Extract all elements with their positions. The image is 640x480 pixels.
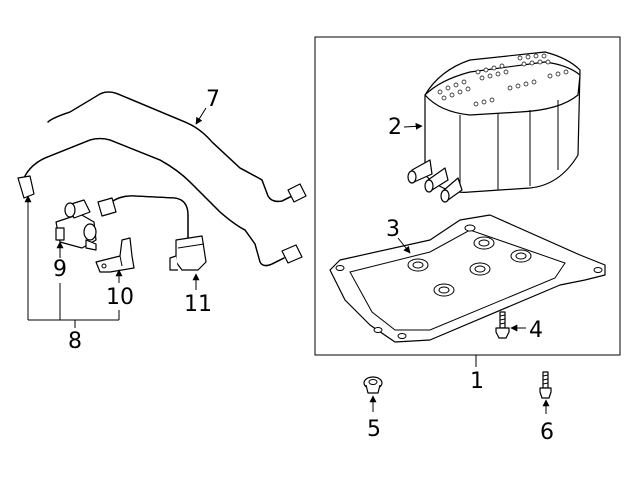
assembly-frame	[314, 36, 621, 356]
canister-shield	[329, 214, 606, 343]
purge-valve	[55, 199, 97, 251]
bolt-part-6	[539, 371, 552, 399]
bolt-part-4	[495, 311, 510, 339]
nut-part-5	[363, 376, 383, 394]
callout-6: 6	[540, 420, 554, 445]
valve-bracket	[95, 237, 135, 273]
callout-8: 8	[68, 329, 82, 354]
group-bracket-8	[24, 195, 120, 328]
leader-7	[195, 107, 207, 125]
vapor-filter	[97, 195, 207, 271]
vapor-lines	[17, 91, 307, 267]
charcoal-canister	[407, 51, 581, 203]
leader-2	[403, 122, 423, 130]
canister-top-pattern	[437, 53, 569, 107]
callout-4: 4	[529, 318, 543, 343]
callout-11: 11	[184, 292, 212, 317]
leader-3	[397, 237, 411, 254]
callout-2: 2	[388, 115, 402, 140]
callout-5: 5	[367, 417, 381, 442]
callout-9: 9	[53, 257, 67, 282]
callout-1: 1	[470, 369, 484, 394]
callout-7: 7	[206, 87, 220, 112]
callout-3: 3	[386, 217, 400, 242]
callout-10: 10	[106, 285, 134, 310]
